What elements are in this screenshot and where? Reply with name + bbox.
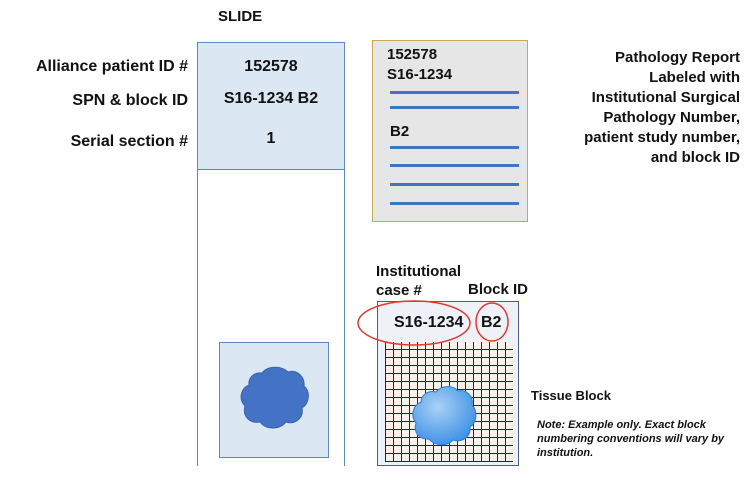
slide-title: SLIDE <box>218 8 263 25</box>
pathology-report <box>372 40 528 222</box>
slide-patient-id: 152578 <box>244 58 298 75</box>
slide-spn-block: S16-1234 B2 <box>223 90 319 107</box>
block-code: B2 <box>481 314 502 331</box>
report-text-line <box>390 146 519 149</box>
tissue-block-label: Tissue Block <box>531 388 611 403</box>
block-case-number: S16-1234 <box>394 314 464 331</box>
slide-label-area <box>197 42 345 170</box>
report-case-number: S16-1234 <box>387 66 453 83</box>
case-number-highlight <box>357 300 471 346</box>
report-patient-id: 152578 <box>387 46 438 63</box>
block-id-highlight <box>475 302 509 342</box>
example-note: Note: Example only. Exact block numberin… <box>537 419 725 459</box>
report-text-line <box>390 91 519 94</box>
report-block-id: B2 <box>390 123 410 140</box>
block-tissue-shape <box>412 386 477 446</box>
slide-tissue-shape <box>240 366 309 429</box>
slide-serial-section: 1 <box>266 130 276 147</box>
patient-id-label: Alliance patient ID # <box>35 58 188 75</box>
block-id-label: Block ID <box>468 281 529 298</box>
report-text-line <box>390 183 519 186</box>
report-text-line <box>390 202 519 205</box>
report-description: Pathology Report Labeled with Institutio… <box>584 49 740 166</box>
serial-section-label: Serial section # <box>70 133 188 150</box>
slide-body <box>197 170 345 466</box>
report-text-line <box>390 106 519 109</box>
spn-block-label: SPN & block ID <box>72 92 188 109</box>
report-text-line <box>390 164 519 167</box>
institutional-case-label: Institutional case # <box>376 263 461 299</box>
